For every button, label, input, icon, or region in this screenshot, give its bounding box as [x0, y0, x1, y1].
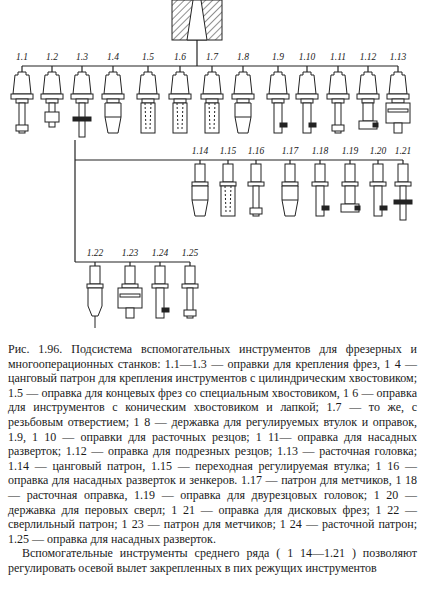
tool-system-drawing: [0, 0, 425, 340]
callout-number: 1.19: [341, 146, 360, 157]
tool-row: [87, 266, 198, 328]
tool-shank: [192, 164, 208, 186]
callout-number: 1.11: [329, 52, 347, 63]
callout-number: 1.23: [121, 248, 140, 259]
tool-shank: [71, 72, 93, 103]
tool-shank: [342, 164, 358, 186]
tool-shank: [370, 164, 386, 186]
tool-body: [141, 103, 155, 133]
tool-body: [316, 186, 329, 216]
callout-number: 1.20: [369, 146, 388, 157]
callout-number: 1.21: [394, 146, 413, 157]
callout-number: 1.3: [75, 52, 89, 63]
tool-body: [235, 103, 251, 133]
tool-shank: [232, 72, 254, 103]
tool-body: [274, 103, 287, 133]
callout-number: 1.10: [298, 52, 317, 63]
tool-shank: [387, 72, 409, 103]
tool-body: [359, 103, 378, 129]
tool-shank: [312, 164, 328, 186]
tool-shank: [267, 72, 289, 103]
caption-block: Рис. 1.96. Подсистема вспомогательных ин…: [8, 342, 417, 576]
tool-body: [184, 288, 196, 318]
callout-number: 1.24: [151, 248, 170, 259]
note-text: Вспомогательные инструменты среднего ряд…: [8, 546, 417, 575]
callout-number: 1.14: [191, 146, 210, 157]
tool-body: [205, 103, 219, 133]
tool-body: [73, 103, 91, 137]
tool-shank: [102, 72, 124, 103]
tool-shank: [122, 266, 138, 288]
tool-shank: [357, 72, 379, 103]
callout-number: 1.7: [205, 52, 219, 63]
tool-body: [192, 186, 208, 216]
tool-body: [118, 288, 142, 318]
callout-number: 1.15: [219, 146, 238, 157]
callout-number: 1.4: [106, 52, 120, 63]
tool-shank: [282, 164, 298, 186]
tool-body: [173, 103, 187, 133]
row-bus: [22, 66, 398, 72]
spindle: [172, 0, 222, 66]
tool-shank: [152, 266, 168, 288]
callout-number: 1.1: [15, 52, 29, 63]
tool-body: [394, 186, 412, 220]
tool-body: [221, 186, 235, 216]
tool-shank: [327, 72, 349, 103]
tool-body: [332, 103, 344, 133]
tool-shank: [137, 72, 159, 103]
callout-number: 1.22: [86, 248, 105, 259]
tool-row: [192, 164, 412, 220]
callout-number: 1.17: [281, 146, 300, 157]
callout-number: 1.16: [247, 146, 266, 157]
callout-number: 1.13: [389, 52, 408, 63]
tool-body: [282, 186, 298, 216]
tool-body: [341, 186, 360, 212]
callout-number: 1.2: [45, 52, 59, 63]
tool-body: [88, 288, 102, 328]
tool-shank: [296, 72, 318, 103]
callout-number: 1.5: [141, 52, 155, 63]
callout-number: 1.25: [181, 248, 200, 259]
row-bus: [75, 140, 403, 266]
tool-shank: [220, 164, 236, 186]
tool-body: [45, 103, 59, 127]
tool-shank: [248, 164, 264, 186]
figure-caption: Рис. 1.96. Подсистема вспомогательных ин…: [8, 342, 417, 546]
tool-body: [156, 288, 169, 318]
tool-shank: [11, 72, 33, 103]
callout-number: 1.9: [271, 52, 285, 63]
tool-shank: [395, 164, 411, 186]
callout-number: 1.6: [173, 52, 187, 63]
tool-body: [105, 103, 121, 133]
tool-row: [11, 72, 410, 137]
tool-body: [16, 103, 28, 133]
tool-body: [250, 186, 262, 216]
tool-body: [303, 103, 316, 133]
tool-shank: [201, 72, 223, 103]
tool-body: [374, 186, 387, 216]
tool-shank: [182, 266, 198, 288]
tool-shank: [41, 72, 63, 103]
callout-number: 1.18: [311, 146, 330, 157]
callout-number: 1.12: [359, 52, 378, 63]
tool-shank: [87, 266, 103, 288]
tool-shank: [169, 72, 191, 103]
callout-number: 1.8: [236, 52, 250, 63]
tool-body: [386, 103, 410, 133]
